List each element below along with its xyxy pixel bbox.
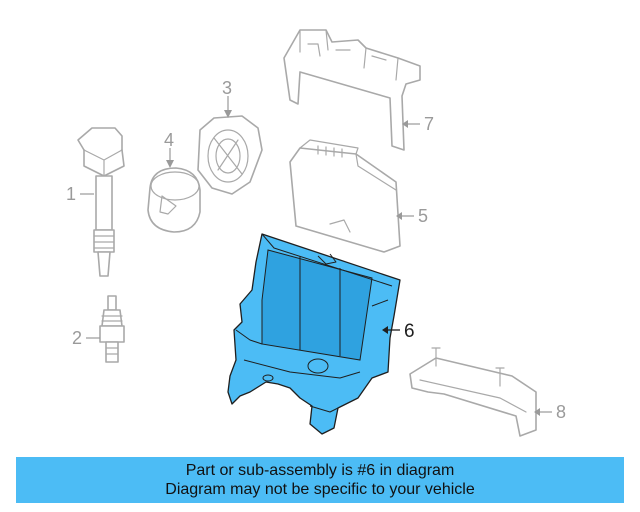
callout-5: 5 (418, 206, 428, 226)
banner-line-2: Diagram may not be specific to your vehi… (165, 481, 475, 498)
part-5-control-module[interactable] (289, 139, 401, 253)
info-banner: Part or sub-assembly is #6 in diagram Di… (16, 457, 624, 503)
callout-8: 8 (556, 402, 566, 422)
parts-diagram: 1 2 3 4 5 (66, 29, 566, 437)
part-7-bracket[interactable] (283, 29, 421, 151)
callout-6: 6 (404, 321, 415, 342)
callout-3: 3 (222, 78, 232, 98)
callout-1: 1 (66, 184, 76, 204)
banner-line-1: Part or sub-assembly is #6 in diagram (185, 462, 455, 479)
callout-2: 2 (72, 328, 82, 348)
callout-7: 7 (424, 114, 434, 134)
callout-4: 4 (164, 130, 174, 150)
part-8-bracket[interactable] (409, 347, 537, 437)
part-2-spark-plug[interactable] (99, 295, 125, 363)
part-3-air-mass-meter[interactable] (197, 115, 263, 195)
part-4-sensor[interactable] (147, 167, 201, 233)
part-6-tray-highlighted[interactable] (227, 233, 401, 435)
part-1-ignition-coil[interactable] (77, 127, 125, 277)
